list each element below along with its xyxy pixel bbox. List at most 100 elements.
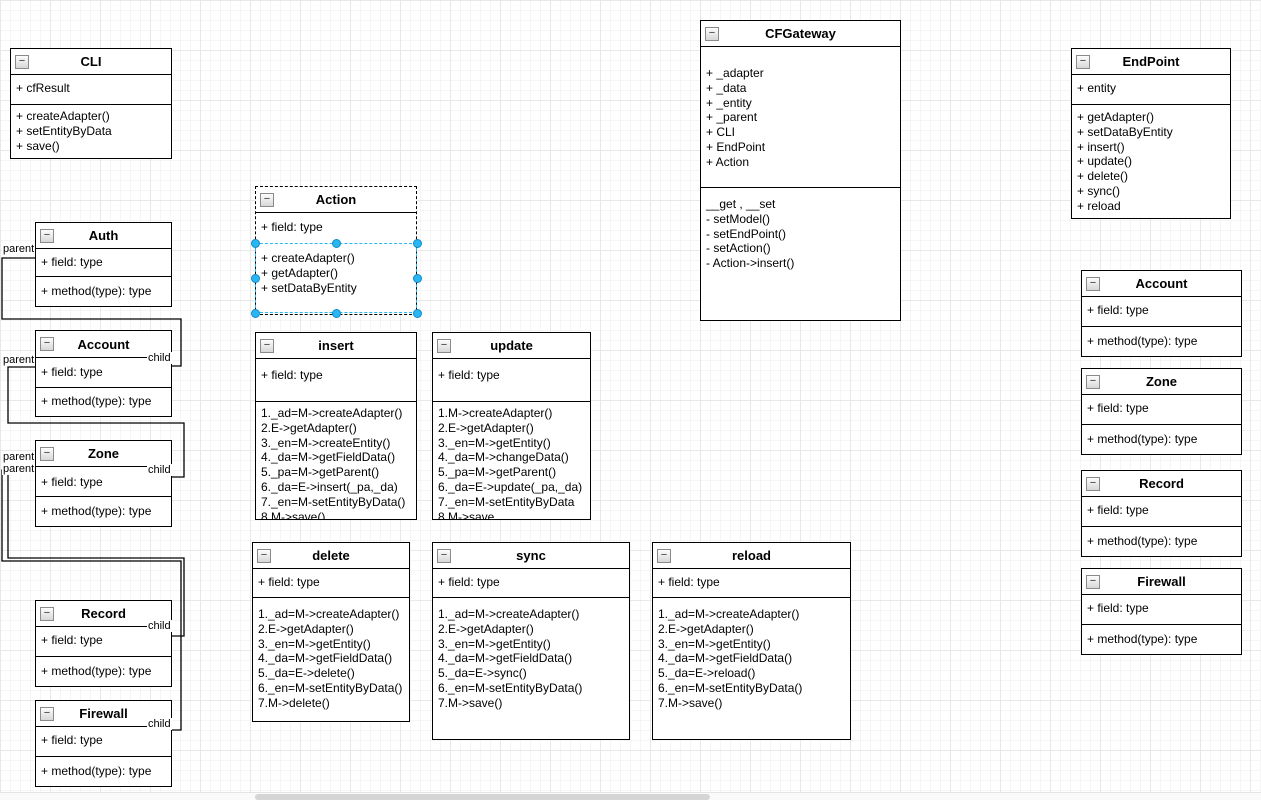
class-record-right[interactable]: −Record+ field: type+ method(type): type (1081, 470, 1242, 557)
field[interactable]: + CLI (706, 125, 736, 140)
method[interactable]: 7._en=M-setEntityByData (438, 494, 575, 509)
method[interactable]: + reload (1077, 198, 1121, 213)
reload-methods-compartment[interactable]: 1._ad=M->createAdapter()2.E->getAdapter(… (653, 597, 850, 739)
method[interactable]: + method(type): type (1087, 432, 1198, 446)
connector-auth-parent-to-account-child[interactable] (1, 257, 182, 367)
class-auth[interactable]: −Auth+ field: type+ method(type): type (35, 222, 172, 307)
method[interactable]: 1._ad=M->createAdapter() (658, 607, 800, 621)
field[interactable]: + Action (706, 154, 750, 169)
collapse-icon[interactable]: − (40, 446, 54, 461)
class-account-right[interactable]: −Account+ field: type+ method(type): typ… (1081, 270, 1242, 357)
method[interactable]: 8.M->save() (261, 509, 326, 519)
field[interactable]: + _data (706, 80, 747, 95)
method[interactable]: 7.M->delete() (258, 695, 330, 710)
sync-fields-compartment[interactable]: + field: type (433, 569, 629, 597)
field[interactable]: + field: type (258, 575, 320, 589)
method[interactable]: 3._en=M->getEntity() (438, 435, 551, 450)
class-cfgateway[interactable]: −CFGateway+ _adapter+ _data+ _entity+ _p… (700, 20, 901, 321)
method[interactable]: + method(type): type (1087, 334, 1198, 348)
account-left-methods-compartment[interactable]: + method(type): type (36, 387, 171, 416)
edge-label-parent[interactable]: parent (2, 451, 36, 463)
method[interactable]: + save() (16, 138, 60, 153)
firewall-right-fields-compartment[interactable]: + field: type (1082, 595, 1241, 624)
horizontal-scrollbar[interactable] (0, 792, 1261, 800)
field[interactable]: + field: type (1087, 503, 1149, 517)
horizontal-scrollbar-thumb[interactable] (255, 794, 710, 800)
method[interactable]: 8.M->save (438, 509, 495, 519)
method[interactable]: 1.M->createAdapter() (438, 406, 553, 420)
field[interactable]: + entity (1077, 81, 1117, 95)
field[interactable]: + field: type (658, 575, 720, 589)
field[interactable]: + EndPoint (706, 139, 766, 154)
method[interactable]: 1._ad=M->createAdapter() (261, 406, 403, 420)
field[interactable]: + field: type (1087, 401, 1149, 415)
class-firewall-left[interactable]: −Firewall+ field: type+ method(type): ty… (35, 700, 172, 787)
field[interactable]: + _adapter (706, 66, 764, 80)
account-left-fields-compartment[interactable]: + field: type (36, 358, 171, 387)
endpoint-fields-compartment[interactable]: + entity (1072, 75, 1230, 104)
collapse-icon[interactable]: − (1086, 574, 1100, 589)
class-record-left[interactable]: −Record+ field: type+ method(type): type (35, 600, 172, 687)
auth-methods-compartment[interactable]: + method(type): type (36, 276, 171, 306)
method[interactable]: + setDataByEntity (261, 280, 357, 295)
field[interactable]: + field: type (438, 368, 500, 382)
method[interactable]: + method(type): type (41, 664, 152, 678)
record-left-methods-compartment[interactable]: + method(type): type (36, 656, 171, 686)
collapse-icon[interactable]: − (40, 228, 54, 243)
edge-label-child[interactable]: child (147, 620, 172, 632)
method[interactable]: + createAdapter() (16, 109, 110, 123)
cfgateway-fields-compartment[interactable]: + _adapter+ _data+ _entity+ _parent+ CLI… (701, 47, 900, 187)
method[interactable]: 5._pa=M->getParent() (261, 465, 380, 480)
field[interactable]: + field: type (41, 255, 103, 269)
method[interactable]: 5._da=E->delete() (258, 666, 355, 681)
method[interactable]: - Action->insert() (706, 256, 795, 271)
record-right-methods-compartment[interactable]: + method(type): type (1082, 526, 1241, 556)
class-zone-right[interactable]: −Zone+ field: type+ method(type): type (1081, 368, 1242, 455)
field[interactable]: + field: type (41, 633, 103, 647)
reload-fields-compartment[interactable]: + field: type (653, 569, 850, 597)
selection-handle[interactable] (250, 308, 260, 318)
method[interactable]: 7.M->save() (658, 695, 723, 710)
class-action[interactable]: −Action+ field: type+ createAdapter()+ g… (255, 186, 417, 315)
selection-handle[interactable] (331, 308, 341, 318)
method[interactable]: 1._ad=M->createAdapter() (438, 607, 580, 621)
method[interactable]: - setModel() (706, 211, 771, 226)
method[interactable]: __get , __set (706, 197, 776, 211)
auth-fields-compartment[interactable]: + field: type (36, 249, 171, 276)
selection-handle[interactable] (331, 238, 341, 248)
method[interactable]: 5._da=E->reload() (658, 666, 756, 681)
edge-label-parent[interactable]: parent (2, 354, 36, 366)
delete-methods-compartment[interactable]: 1._ad=M->createAdapter()2.E->getAdapter(… (253, 597, 409, 721)
insert-fields-compartment[interactable]: + field: type (256, 359, 416, 401)
collapse-icon[interactable]: − (40, 337, 54, 351)
field[interactable]: + _parent (706, 110, 758, 125)
method[interactable]: 4._da=M->getFieldData() (258, 651, 393, 666)
method[interactable]: 2.E->getAdapter() (438, 420, 534, 435)
method[interactable]: 4._da=M->changeData() (438, 450, 569, 465)
collapse-icon[interactable]: − (40, 706, 54, 721)
edge-label-child[interactable]: child (147, 464, 172, 476)
collapse-icon[interactable]: − (1086, 374, 1100, 389)
class-endpoint[interactable]: −EndPoint+ entity+ getAdapter()+ setData… (1071, 48, 1231, 219)
method[interactable]: 1._ad=M->createAdapter() (258, 607, 400, 621)
field[interactable]: + field: type (438, 575, 500, 589)
field[interactable]: + field: type (261, 220, 323, 234)
method[interactable]: 7.M->save() (438, 695, 503, 710)
selection-handle[interactable] (250, 273, 260, 283)
edge-label-parent[interactable]: parent (2, 243, 36, 255)
zone-right-methods-compartment[interactable]: + method(type): type (1082, 424, 1241, 454)
collapse-icon[interactable]: − (260, 192, 274, 207)
firewall-right-methods-compartment[interactable]: + method(type): type (1082, 624, 1241, 654)
method[interactable]: 3._en=M->getEntity() (258, 636, 371, 651)
field[interactable]: + field: type (41, 733, 103, 747)
firewall-left-fields-compartment[interactable]: + field: type (36, 727, 171, 756)
selection-handle[interactable] (250, 238, 260, 248)
collapse-icon[interactable]: − (260, 338, 274, 353)
collapse-icon[interactable]: − (40, 606, 54, 621)
method[interactable]: + setDataByEntity (1077, 124, 1173, 139)
selection-handle[interactable] (412, 308, 422, 318)
